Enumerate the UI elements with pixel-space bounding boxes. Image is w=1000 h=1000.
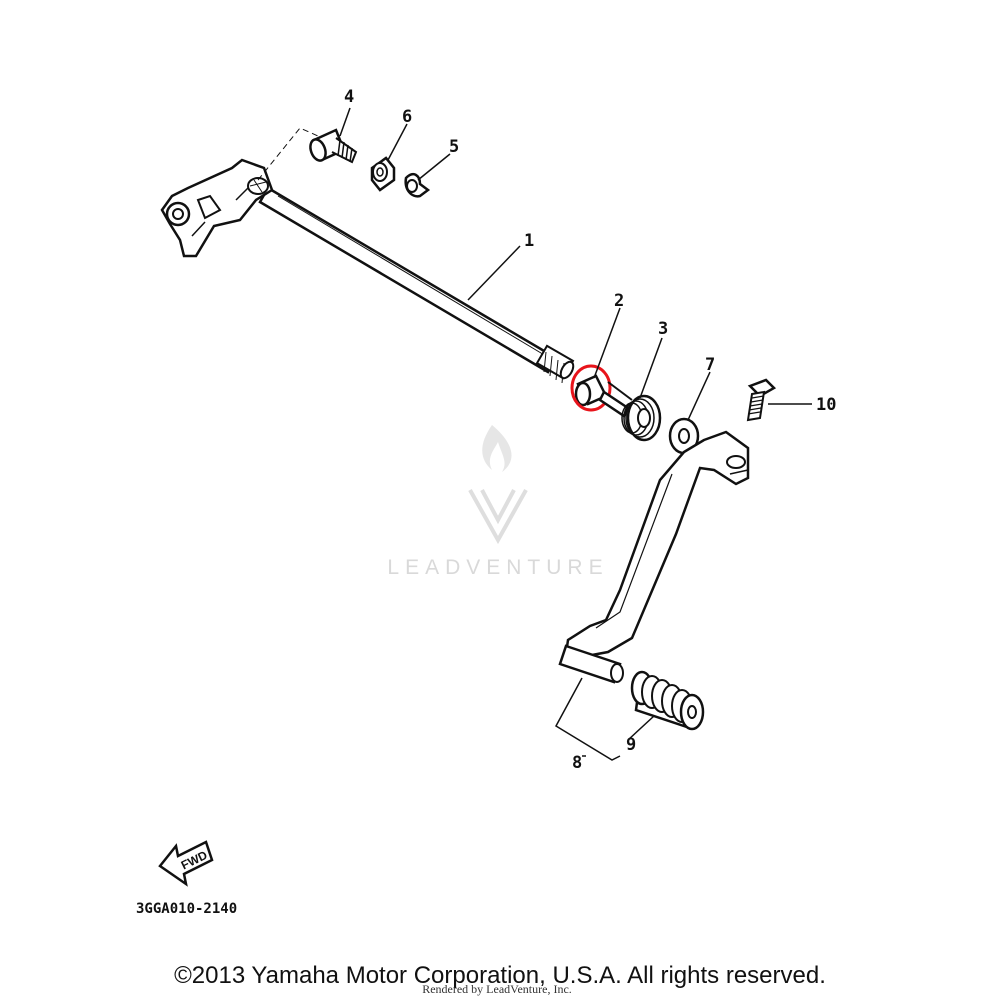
part-7-washer <box>668 417 700 455</box>
part-number-labels: 4 6 5 1 2 3 7 10 8 9 <box>344 87 836 773</box>
fwd-arrow: FWD <box>158 840 214 887</box>
flame-v-logo-icon <box>468 425 528 545</box>
part-10-pinch-bolt <box>746 378 777 422</box>
part-label-1: 1 <box>524 231 534 251</box>
part-4-bolt <box>309 128 358 164</box>
copyright-notice: ©2013 Yamaha Motor Corporation, U.S.A. A… <box>174 962 826 989</box>
part-label-10: 10 <box>816 395 836 415</box>
part-6-washer <box>370 156 396 192</box>
part-label-8: 8 <box>572 753 582 773</box>
part-label-6: 6 <box>402 107 412 127</box>
fwd-arrow-icon <box>158 840 214 887</box>
part-9-rubber-grip <box>630 670 705 731</box>
part-label-9: 9 <box>626 735 636 755</box>
part-label-3: 3 <box>658 319 668 339</box>
part-label-7: 7 <box>705 355 715 375</box>
part-5-circlip <box>404 173 431 198</box>
part-1-shift-shaft <box>160 158 575 384</box>
part-3-torsion-spring <box>598 381 662 442</box>
rendered-by-credit: Rendered by LeadVenture, Inc. <box>422 982 572 996</box>
part-label-4: 4 <box>344 87 354 107</box>
part-label-5: 5 <box>449 137 459 157</box>
leader-lines <box>339 107 812 761</box>
part-label-2: 2 <box>614 291 624 311</box>
highlight-ring-part-2 <box>570 364 612 412</box>
part-2-collar <box>574 374 608 407</box>
watermark-text: LEADVENTURE <box>387 556 608 579</box>
watermark: LEADVENTURE <box>387 425 608 579</box>
alignment-line-4 <box>257 127 319 181</box>
diagram-code: 3GGA010-2140 <box>136 901 237 917</box>
part-8-shift-pedal <box>558 430 750 684</box>
